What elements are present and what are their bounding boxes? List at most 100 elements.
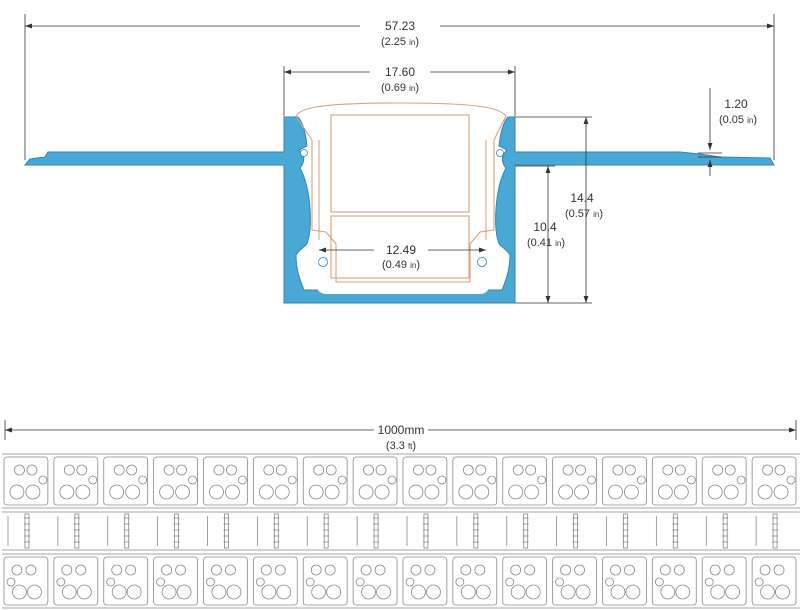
strip-pad-top [203, 456, 248, 506]
strip-hole [225, 564, 236, 576]
inner-width-value: 12.49 [386, 243, 416, 257]
strip-hole [225, 484, 240, 500]
strip-hole [425, 464, 437, 476]
strip-hole [662, 464, 674, 476]
strip-pad-bottom [602, 556, 647, 606]
strip-connector [772, 513, 778, 549]
strip-hole [560, 584, 576, 600]
strip-hole [163, 464, 175, 476]
strip-hole [113, 464, 125, 476]
strip-hole [260, 564, 272, 576]
diffuser-outline [295, 102, 507, 283]
strip-connector [174, 513, 179, 549]
channel-width-imperial: (0.69 in) [381, 82, 419, 94]
overall-width-value: 57.23 [385, 19, 415, 33]
strip-pad-bottom [751, 556, 797, 606]
strip-hole [274, 564, 286, 576]
strip-pad-top [452, 456, 498, 506]
strip-hole [287, 475, 297, 485]
strip-pad-bottom [452, 556, 498, 606]
strip-hole [674, 464, 686, 476]
strip-connector [722, 513, 728, 549]
strip-hole [111, 564, 123, 576]
strip-hole [608, 484, 623, 500]
strip-hole [612, 464, 624, 476]
strip-hole [709, 564, 721, 576]
strip-hole [159, 484, 174, 500]
strip-pad-bottom [302, 556, 348, 606]
strip-hole [558, 484, 573, 500]
strip-hole [14, 464, 25, 476]
strip-hole [27, 584, 42, 600]
strip-connector [523, 513, 529, 549]
strip-hole [188, 475, 197, 485]
total-depth-imperial: (0.57 in) [565, 208, 603, 220]
strip-hole [361, 584, 376, 600]
strip-hole [487, 475, 497, 485]
strip-hole [275, 464, 287, 476]
strip-hole [211, 584, 227, 600]
strip-hole [405, 577, 415, 587]
strip-hole [111, 584, 127, 600]
strip-hole [574, 484, 589, 500]
strip-hole [786, 475, 796, 485]
recess-depth-value: 10.4 [533, 220, 557, 234]
strip-hole [325, 464, 337, 476]
strip-hole [387, 475, 397, 485]
strip-hole [624, 484, 639, 500]
strip-hole [255, 577, 265, 587]
strip-hole [474, 484, 490, 500]
strip-hole [724, 464, 736, 476]
strip-hole [138, 475, 148, 485]
strip-hole [560, 564, 571, 576]
strip-pad-bottom [203, 556, 248, 606]
strip-hole [574, 564, 585, 576]
strip-connector [273, 513, 279, 549]
strip-hole [575, 464, 586, 476]
strip-hole [537, 475, 547, 485]
strip-hole [736, 475, 746, 485]
strip-hole [75, 484, 91, 500]
strip-hole [575, 584, 591, 600]
strip-hole [659, 564, 671, 576]
strip-hole [625, 464, 636, 476]
strip-hole [704, 577, 714, 587]
strip-hole [411, 584, 426, 600]
led-chamber [330, 114, 470, 213]
strip-hole [562, 464, 574, 476]
strip-hole [654, 577, 664, 587]
overall-width-imperial: (2.25 in) [381, 36, 419, 48]
strip-hole [56, 577, 66, 587]
strip-pad-top [402, 456, 448, 506]
strip-pad-bottom [552, 556, 597, 606]
strip-pad-top [302, 456, 348, 506]
strip-hole [725, 584, 741, 600]
label-bg-length [374, 422, 428, 438]
label-bg-overall [360, 18, 440, 34]
strip-hole [274, 484, 290, 500]
strip-hole [9, 484, 25, 500]
lower-chamber [330, 215, 470, 279]
strip-hole [754, 577, 764, 587]
strip-hole [213, 464, 225, 476]
strip-hole [775, 584, 790, 600]
strip-hole [426, 584, 441, 600]
strip-pad-top [153, 456, 198, 506]
strip-hole [605, 577, 614, 587]
strip-hole [458, 484, 474, 500]
strip-hole [675, 584, 691, 600]
strip-hole [374, 484, 390, 500]
strip-connector [224, 513, 229, 549]
strip-hole [26, 464, 38, 476]
strip-hole [512, 464, 524, 476]
strip-connector [573, 513, 578, 549]
strip-connector [473, 513, 479, 549]
strip-hole [757, 484, 773, 500]
strip-hole [106, 577, 116, 587]
strip-hole [408, 484, 424, 500]
strip-hole [176, 584, 192, 600]
strip-hole [109, 484, 125, 500]
strip-hole [375, 464, 387, 476]
strip-pad-top [751, 456, 797, 506]
